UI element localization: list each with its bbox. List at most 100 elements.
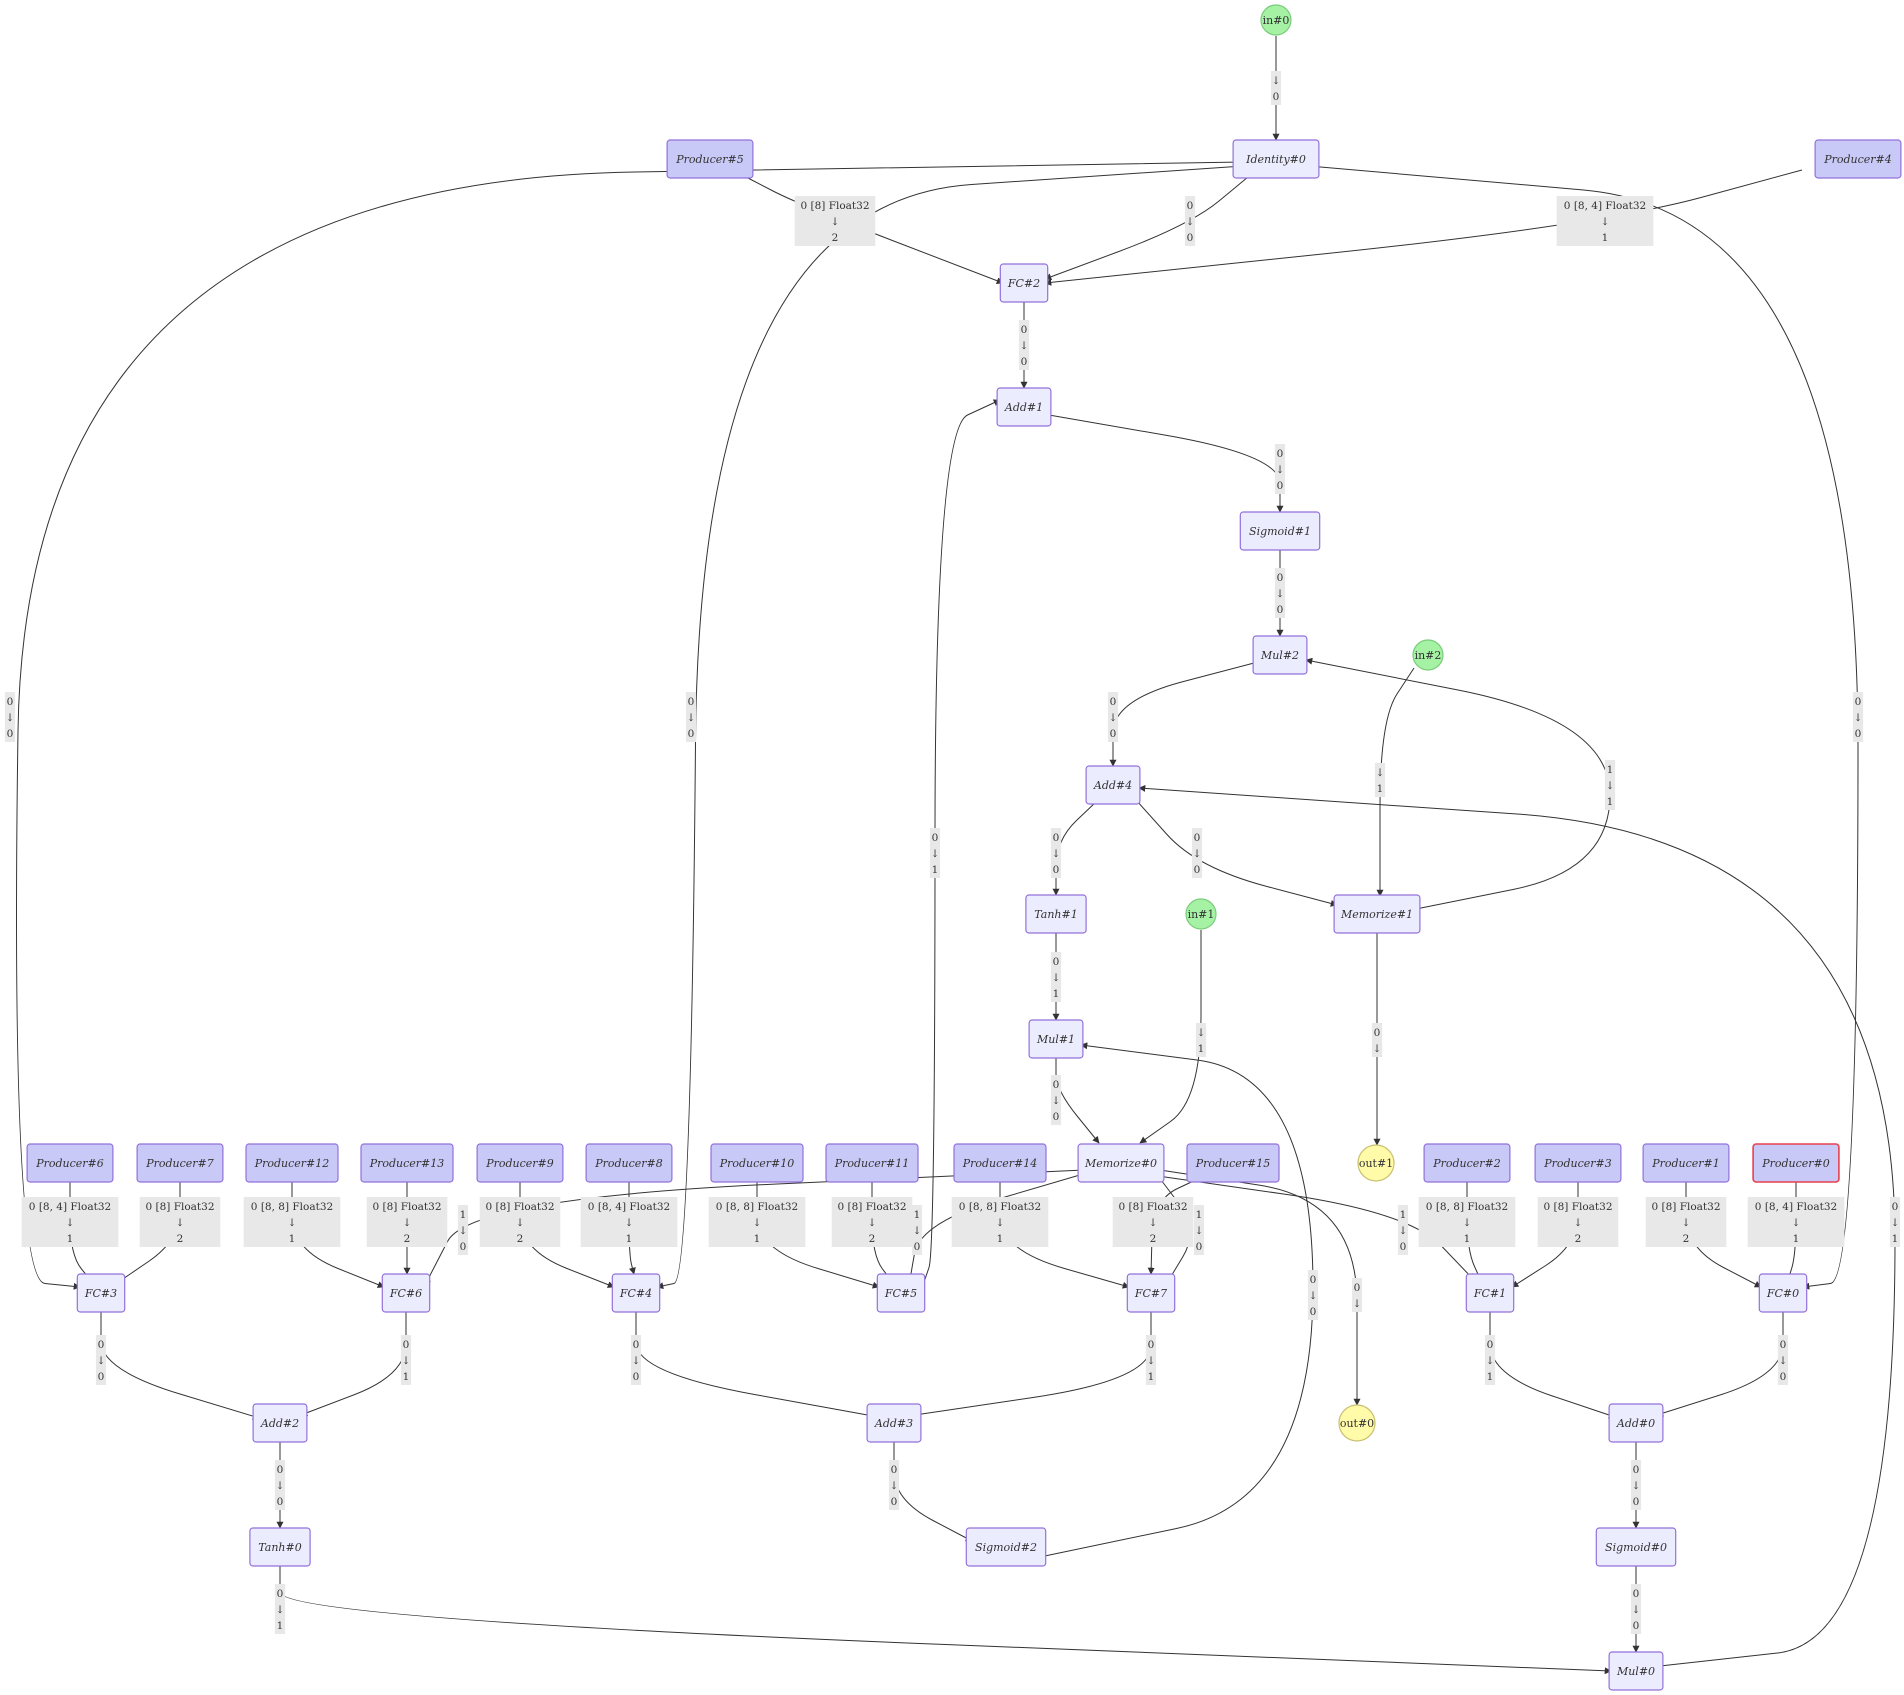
- node-producer5[interactable]: Producer#5: [666, 139, 754, 179]
- edge-label-line: ↓: [1195, 1225, 1204, 1237]
- node-fc0[interactable]: FC#0: [1758, 1273, 1808, 1313]
- node-mul0[interactable]: Mul#0: [1608, 1651, 1664, 1691]
- operator-box: [1333, 894, 1421, 934]
- node-label: Sigmoid#0: [1605, 1541, 1667, 1554]
- edge-label: 0 [8, 4] Float32↓1: [21, 1197, 119, 1247]
- node-producer13[interactable]: Producer#13: [360, 1143, 454, 1183]
- edge-label-line: ↓: [1186, 216, 1195, 228]
- node-label: Producer#14: [962, 1157, 1038, 1170]
- node-label: FC#0: [1766, 1287, 1799, 1300]
- operator-box: [252, 1403, 308, 1443]
- edge-label-background: [1852, 692, 1864, 742]
- node-fc1[interactable]: FC#1: [1465, 1273, 1515, 1313]
- node-sigmoid1[interactable]: Sigmoid#1: [1239, 511, 1321, 551]
- node-tanh0[interactable]: Tanh#0: [249, 1527, 311, 1567]
- edge-label: 0 [8] Float32↓2: [1112, 1197, 1194, 1247]
- operator-box: [381, 1273, 431, 1313]
- edge-label-line: 0 [8] Float32: [372, 1201, 441, 1213]
- node-mul1[interactable]: Mul#1: [1028, 1019, 1084, 1059]
- node-sigmoid0[interactable]: Sigmoid#0: [1595, 1527, 1677, 1567]
- edge-label-line: ↓: [1373, 1043, 1382, 1055]
- node-label: out#0: [1340, 1417, 1374, 1430]
- edge-identity0-to-fc0: [1308, 165, 1859, 1290]
- node-in1[interactable]: in#1: [1185, 898, 1217, 930]
- edge-label: 0↓: [1371, 1023, 1383, 1057]
- node-fc4[interactable]: FC#4: [611, 1273, 661, 1313]
- edge-label-line: ↓: [1463, 1217, 1472, 1229]
- node-add3[interactable]: Add#3: [866, 1403, 922, 1443]
- edge-label: 0↓1: [400, 1335, 412, 1385]
- node-in2[interactable]: in#2: [1412, 639, 1444, 671]
- node-fc6[interactable]: FC#6: [381, 1273, 431, 1313]
- node-producer14[interactable]: Producer#14: [953, 1143, 1047, 1183]
- edge-label-line: 0: [1053, 864, 1060, 876]
- edge-label: 0↓0: [630, 1335, 642, 1385]
- node-in0[interactable]: in#0: [1260, 4, 1292, 36]
- node-add1[interactable]: Add#1: [996, 387, 1052, 427]
- producer-box: [1186, 1143, 1280, 1183]
- node-fc2[interactable]: FC#2: [999, 263, 1049, 303]
- edge-label-line: 0: [98, 1339, 105, 1351]
- node-producer6[interactable]: Producer#6: [26, 1143, 114, 1183]
- edge-label-background: [1371, 1023, 1383, 1057]
- node-producer1[interactable]: Producer#1: [1642, 1143, 1730, 1183]
- node-label: Identity#0: [1245, 153, 1306, 166]
- producer-box: [585, 1143, 673, 1183]
- node-mul2[interactable]: Mul#2: [1252, 635, 1308, 675]
- node-producer2[interactable]: Producer#2: [1423, 1143, 1511, 1183]
- edge-label-background: [274, 1460, 286, 1510]
- node-producer9[interactable]: Producer#9: [476, 1143, 564, 1183]
- edge-fc1-to-add0: [1489, 1312, 1616, 1419]
- node-label: Tanh#1: [1034, 908, 1077, 921]
- node-out1[interactable]: out#1: [1357, 1144, 1395, 1182]
- node-add4[interactable]: Add#4: [1085, 765, 1141, 805]
- producer-box: [1534, 1143, 1622, 1183]
- edge-label-background: [794, 196, 876, 246]
- edge-label-line: 2: [1683, 1233, 1690, 1245]
- edge-label-line: 0: [1855, 696, 1862, 708]
- node-add2[interactable]: Add#2: [252, 1403, 308, 1443]
- node-add0[interactable]: Add#0: [1608, 1403, 1664, 1443]
- edge-label-line: ↓: [403, 1217, 412, 1229]
- node-fc3[interactable]: FC#3: [76, 1273, 126, 1313]
- node-producer12[interactable]: Producer#12: [245, 1143, 339, 1183]
- node-out0[interactable]: out#0: [1338, 1404, 1376, 1442]
- edge-label-line: 2: [177, 1233, 184, 1245]
- edge-label-line: 0: [688, 696, 695, 708]
- node-identity0[interactable]: Identity#0: [1232, 139, 1320, 179]
- operator-box: [965, 1527, 1047, 1567]
- edge-label-line: ↓: [1682, 1217, 1691, 1229]
- edge-label-line: 0: [277, 1496, 284, 1508]
- edge-label-background: [1307, 1270, 1319, 1320]
- node-producer10[interactable]: Producer#10: [710, 1143, 804, 1183]
- edge-label-line: 1: [1196, 1209, 1203, 1221]
- node-producer3[interactable]: Producer#3: [1534, 1143, 1622, 1183]
- node-memorize1[interactable]: Memorize#1: [1333, 894, 1421, 934]
- node-label: Memorize#1: [1340, 908, 1413, 921]
- node-producer7[interactable]: Producer#7: [136, 1143, 224, 1183]
- node-producer11[interactable]: Producer#11: [825, 1143, 919, 1183]
- node-memorize0[interactable]: Memorize#0: [1077, 1143, 1165, 1183]
- edge-label: 0 [8] Float32↓2: [1645, 1197, 1727, 1247]
- node-producer0[interactable]: Producer#0: [1752, 1143, 1840, 1183]
- edge-label: 0↓1: [1484, 1335, 1496, 1385]
- edge-label-line: 0: [688, 728, 695, 740]
- node-label: Producer#10: [719, 1157, 795, 1170]
- edge-label-line: 1: [1793, 1233, 1800, 1245]
- node-tanh1[interactable]: Tanh#1: [1025, 894, 1087, 934]
- node-fc5[interactable]: FC#5: [876, 1273, 926, 1313]
- edge-label: 0↓1: [929, 828, 941, 878]
- edge-label: 0 [8, 8] Float32↓1: [951, 1197, 1049, 1247]
- edge-label-line: 1: [932, 864, 939, 876]
- node-producer4[interactable]: Producer#4: [1814, 139, 1902, 179]
- edge-label-line: 0: [1633, 1620, 1640, 1632]
- edge-sigmoid2-to-mul1: [1039, 1042, 1314, 1558]
- edge-label-line: 0 [8, 4] Float32: [588, 1201, 670, 1213]
- edge-label-background: [4, 692, 16, 742]
- node-fc7[interactable]: FC#7: [1126, 1273, 1176, 1313]
- edge-label-line: 0: [460, 1241, 467, 1253]
- node-sigmoid2[interactable]: Sigmoid#2: [965, 1527, 1047, 1567]
- node-producer15[interactable]: Producer#15: [1186, 1143, 1280, 1183]
- node-producer8[interactable]: Producer#8: [585, 1143, 673, 1183]
- edge-label-line: 0: [1633, 1464, 1640, 1476]
